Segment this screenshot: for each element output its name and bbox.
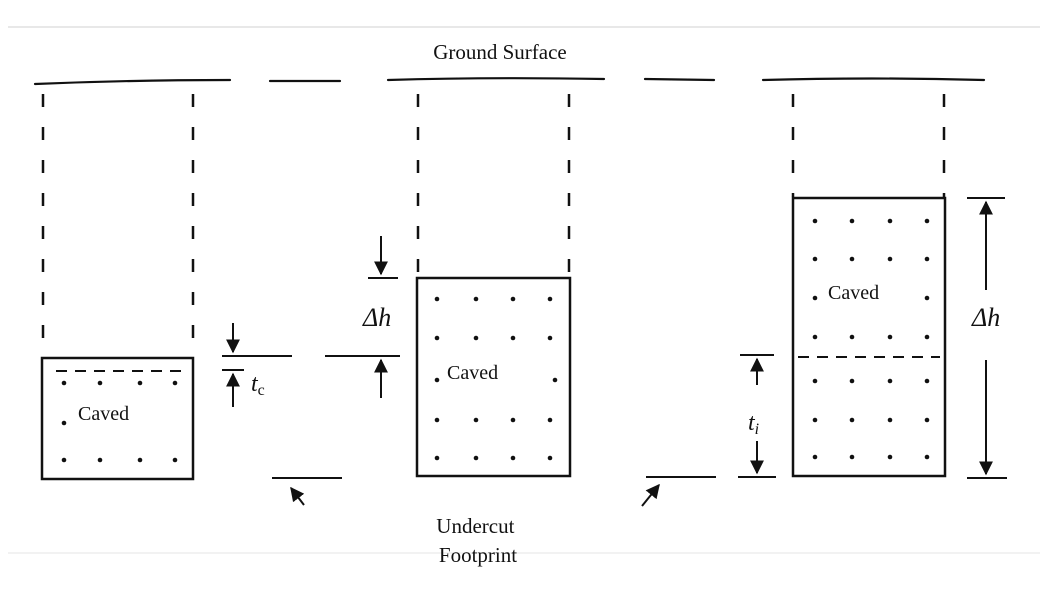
undercut-label-line1: Undercut	[436, 514, 514, 538]
stage-3-caved-block	[791, 196, 947, 478]
stage-3-caved-label: Caved	[828, 282, 879, 304]
ti-label-base: t	[748, 410, 756, 436]
stage-2-caved-label: Caved	[447, 362, 498, 384]
undercut-footprint-label: Undercut Footprint	[436, 514, 519, 567]
undercut-label-line2: Footprint	[439, 543, 517, 567]
stage-3-dashed-walls	[791, 94, 946, 197]
tc-label-base: t	[251, 371, 259, 397]
tc-label: tc	[251, 371, 265, 399]
ti-label-sub: i	[755, 421, 759, 438]
stage-2-dh-label: Δh	[362, 303, 391, 332]
tc-label-sub: c	[258, 382, 265, 399]
stage-2-dh-dimension	[325, 236, 400, 398]
undercut-level-left	[272, 477, 342, 506]
stage-3: Caved	[791, 94, 947, 478]
undercut-level-right	[641, 476, 716, 507]
ti-dimension	[738, 354, 776, 478]
stage-1-caved-block	[40, 356, 195, 481]
stage-3-caved-dots	[812, 218, 930, 460]
stage-2-caved-dots	[434, 296, 558, 461]
stage-3-dh-dimension	[967, 197, 1007, 479]
ground-surface-line	[33, 77, 986, 86]
ti-label: ti	[748, 410, 759, 438]
tc-dimension	[222, 323, 292, 407]
stage-2-caved-block	[415, 276, 572, 478]
stage-1-dashed-walls	[41, 94, 195, 357]
stage-1-caved-label: Caved	[78, 403, 129, 425]
stage-1: Caved	[40, 94, 195, 481]
stage-2-dashed-walls	[416, 94, 571, 277]
ground-surface-label: Ground Surface	[433, 40, 567, 64]
stage-2: Caved	[415, 94, 572, 478]
stage-3-dh-label: Δh	[971, 303, 1000, 332]
stage-1-caved-dots	[61, 380, 178, 463]
